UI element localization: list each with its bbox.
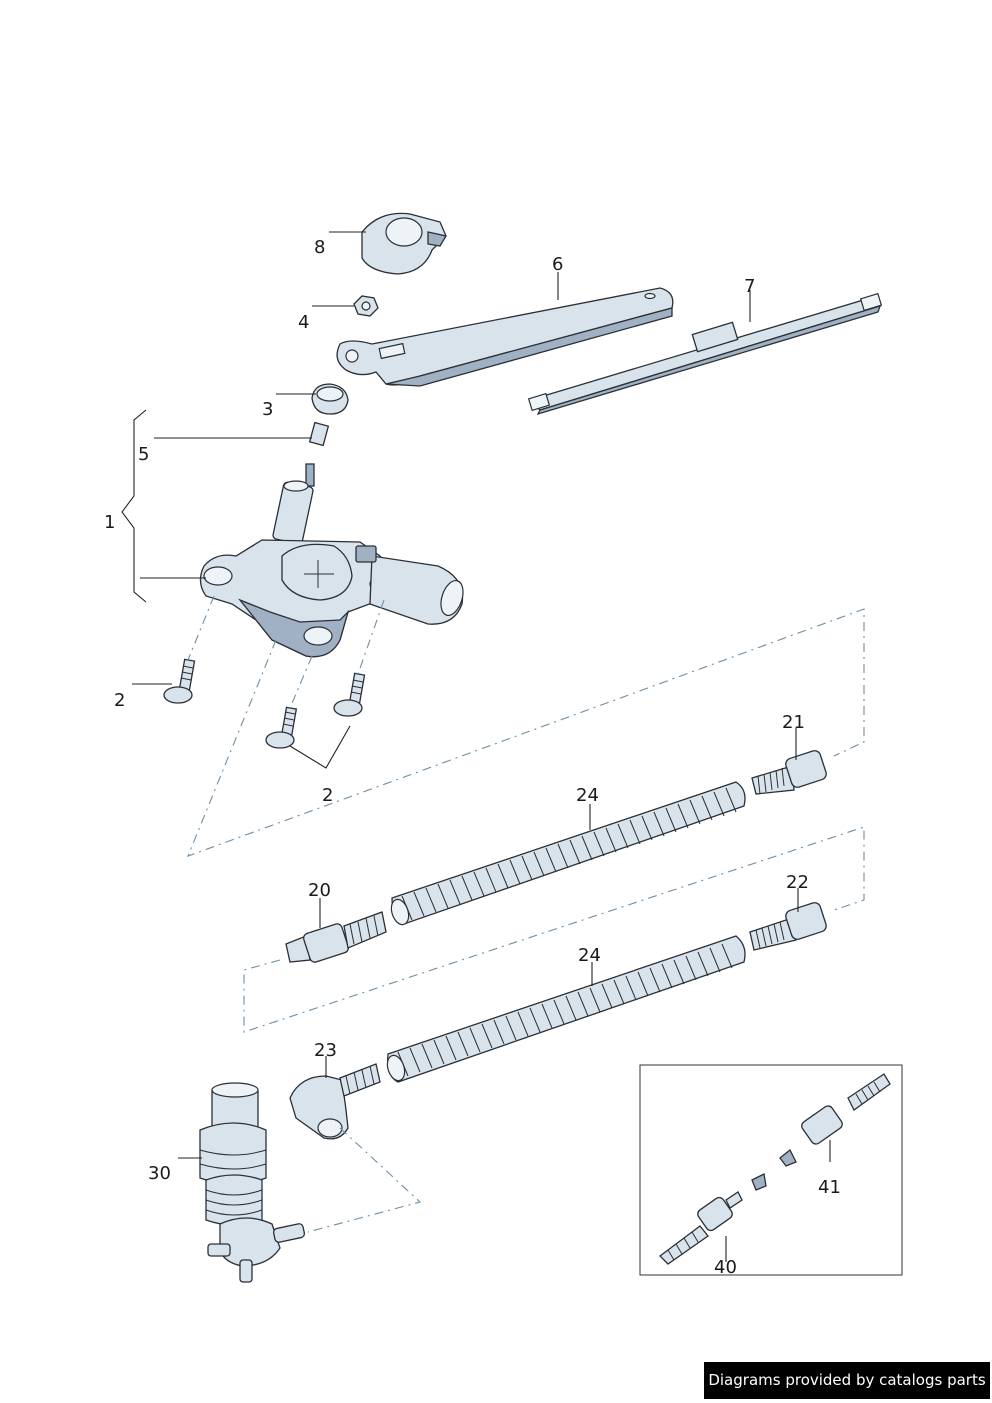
part-6-wiper-arm xyxy=(336,287,674,387)
callout-2-left: 2 xyxy=(114,690,125,711)
callout-24-upper: 24 xyxy=(576,785,599,806)
callout-24-lower: 24 xyxy=(578,945,601,966)
callout-22: 22 xyxy=(786,872,809,893)
callout-7: 7 xyxy=(744,276,755,297)
part-8-cover-cap xyxy=(361,212,448,275)
part-30-washer-pump xyxy=(199,1082,306,1283)
part-5-shaft-adapter xyxy=(305,421,330,487)
callout-23: 23 xyxy=(314,1040,337,1061)
part-2-bolt-center xyxy=(265,706,298,749)
inset-frame xyxy=(639,1064,903,1276)
part-3-grommet xyxy=(311,383,349,415)
part-24-hose-lower xyxy=(386,935,746,1083)
part-7-wiper-blade xyxy=(527,292,883,416)
callout-20: 20 xyxy=(308,880,331,901)
callout-30: 30 xyxy=(148,1163,171,1184)
callout-8: 8 xyxy=(314,237,325,258)
part-1-wiper-motor xyxy=(199,480,464,658)
callout-1: 1 xyxy=(104,512,115,533)
callout-6: 6 xyxy=(552,254,563,275)
callout-40: 40 xyxy=(714,1257,737,1278)
callout-2-right: 2 xyxy=(322,785,333,806)
callout-21: 21 xyxy=(782,712,805,733)
part-24-hose-upper xyxy=(390,781,746,926)
callout-5: 5 xyxy=(138,444,149,465)
part-41-connector xyxy=(779,1073,891,1167)
part-40-connector xyxy=(659,1173,767,1265)
part-20-connector xyxy=(285,911,387,963)
callout-3: 3 xyxy=(262,399,273,420)
part-4-nut xyxy=(353,295,379,317)
part-21-connector xyxy=(751,750,827,795)
footer-credit-banner: Diagrams provided by catalogs parts xyxy=(704,1362,990,1399)
part-2-bolt-left xyxy=(163,658,196,704)
callout-4: 4 xyxy=(298,312,309,333)
part-2-bolt-right xyxy=(333,672,366,717)
part-22-connector xyxy=(749,902,827,951)
part-23-elbow-connector xyxy=(289,1063,381,1140)
callout-41: 41 xyxy=(818,1177,841,1198)
